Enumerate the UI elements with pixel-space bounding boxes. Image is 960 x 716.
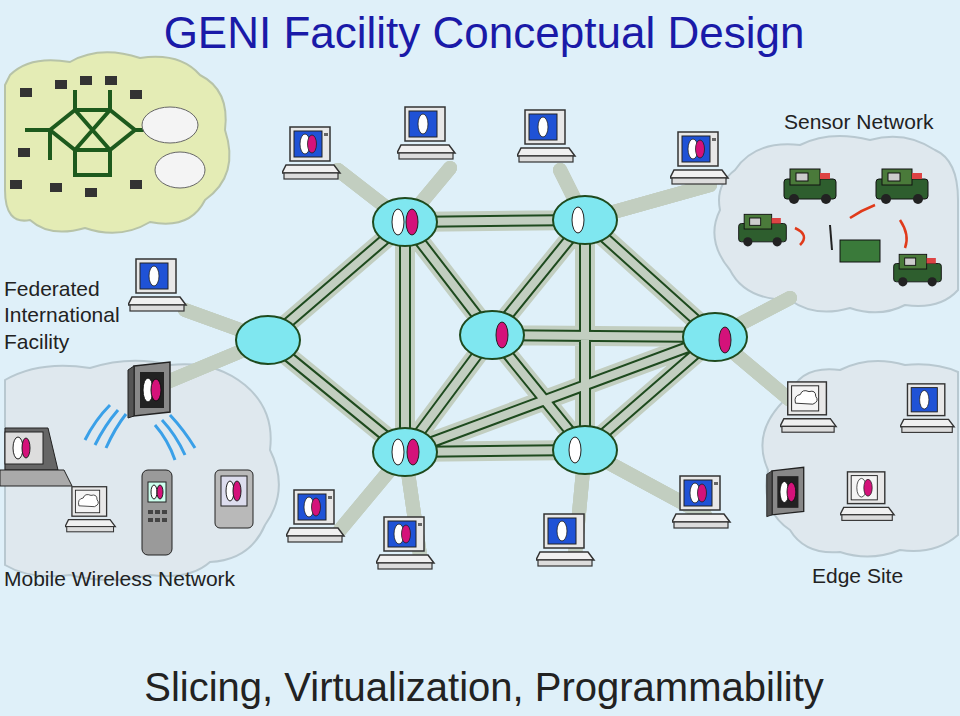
federated-hosts bbox=[10, 76, 142, 197]
diagram-title: GENI Facility Conceptual Design bbox=[4, 8, 960, 59]
router-slices bbox=[392, 207, 731, 465]
diagram-caption: Slicing, Virtualization, Programmability bbox=[4, 664, 960, 710]
router-nodes bbox=[236, 196, 747, 476]
region-label: Edge Site bbox=[812, 564, 952, 588]
wireless-devices bbox=[0, 362, 253, 555]
host-computers bbox=[128, 107, 730, 569]
edge-site-computers bbox=[767, 382, 954, 520]
access-links bbox=[160, 168, 790, 555]
region-label: Sensor Network bbox=[784, 110, 956, 134]
region-label: Federated International Facility bbox=[4, 276, 142, 355]
backbone-links bbox=[268, 220, 715, 452]
region-label: Mobile Wireless Network bbox=[4, 567, 274, 591]
sensor-motes bbox=[739, 169, 942, 286]
sensor-cloud bbox=[714, 136, 958, 312]
edge-site-cloud bbox=[762, 361, 958, 557]
federated-cloud bbox=[5, 52, 230, 232]
federated-subclouds bbox=[142, 107, 205, 188]
